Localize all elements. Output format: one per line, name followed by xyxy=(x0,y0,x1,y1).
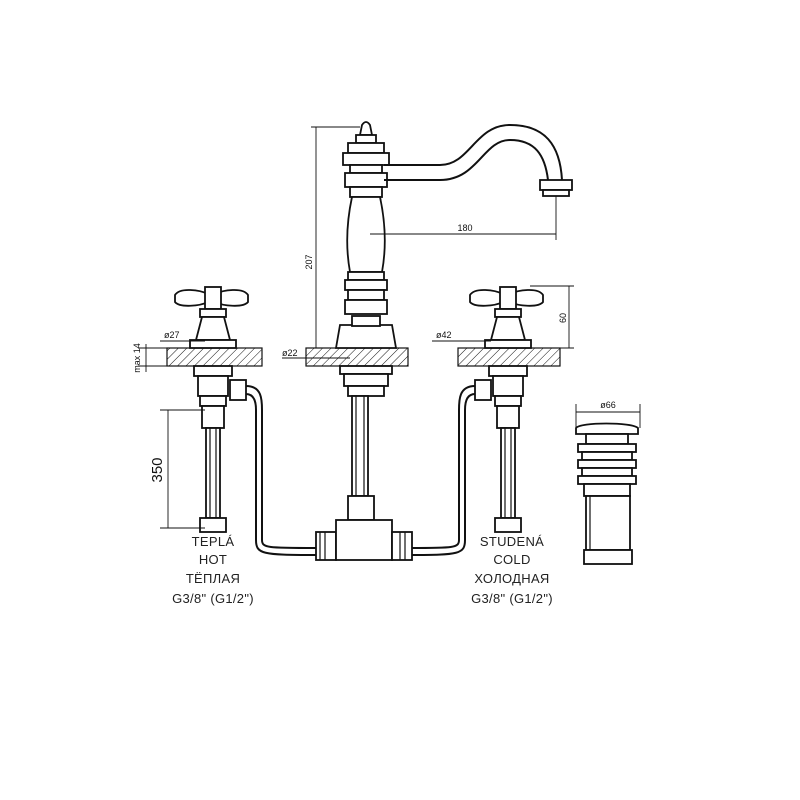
hot-label-thread: G3/8" (G1/2") xyxy=(172,591,254,606)
dim-handle-height: 60 xyxy=(558,313,568,323)
cold-label: STUDENÁ COLD ХОЛОДНАЯ G3/8" (G1/2") xyxy=(471,534,553,606)
cold-label-ru: ХОЛОДНАЯ xyxy=(474,571,549,586)
dim-hole-center: ø22 xyxy=(282,348,298,358)
countertop xyxy=(166,347,561,367)
cold-label-en: COLD xyxy=(493,552,530,567)
hot-label-ru: ТЁПЛАЯ xyxy=(186,571,240,586)
cold-label-cz: STUDENÁ xyxy=(480,534,544,549)
dim-spout-reach: 180 xyxy=(457,223,472,233)
dim-deck-max: max 14 xyxy=(132,343,142,373)
hot-label: TEPLÁ HOT ТЁПЛАЯ G3/8" (G1/2") xyxy=(172,534,254,606)
connecting-pipes xyxy=(245,385,476,561)
dim-waste-diameter: ø66 xyxy=(600,400,616,410)
pop-up-waste xyxy=(575,422,639,565)
spout xyxy=(334,121,573,521)
dim-hole-cold: ø42 xyxy=(436,330,452,340)
hot-valve xyxy=(174,286,249,533)
cold-label-thread: G3/8" (G1/2") xyxy=(471,591,553,606)
hot-label-en: HOT xyxy=(199,552,227,567)
dim-spout-height: 207 xyxy=(304,254,314,269)
cold-valve xyxy=(469,286,544,533)
dim-hose-length: 350 xyxy=(149,457,166,482)
dimension-lines xyxy=(138,126,641,529)
dim-hole-hot: ø27 xyxy=(164,330,180,340)
hot-label-cz: TEPLÁ xyxy=(192,534,235,549)
